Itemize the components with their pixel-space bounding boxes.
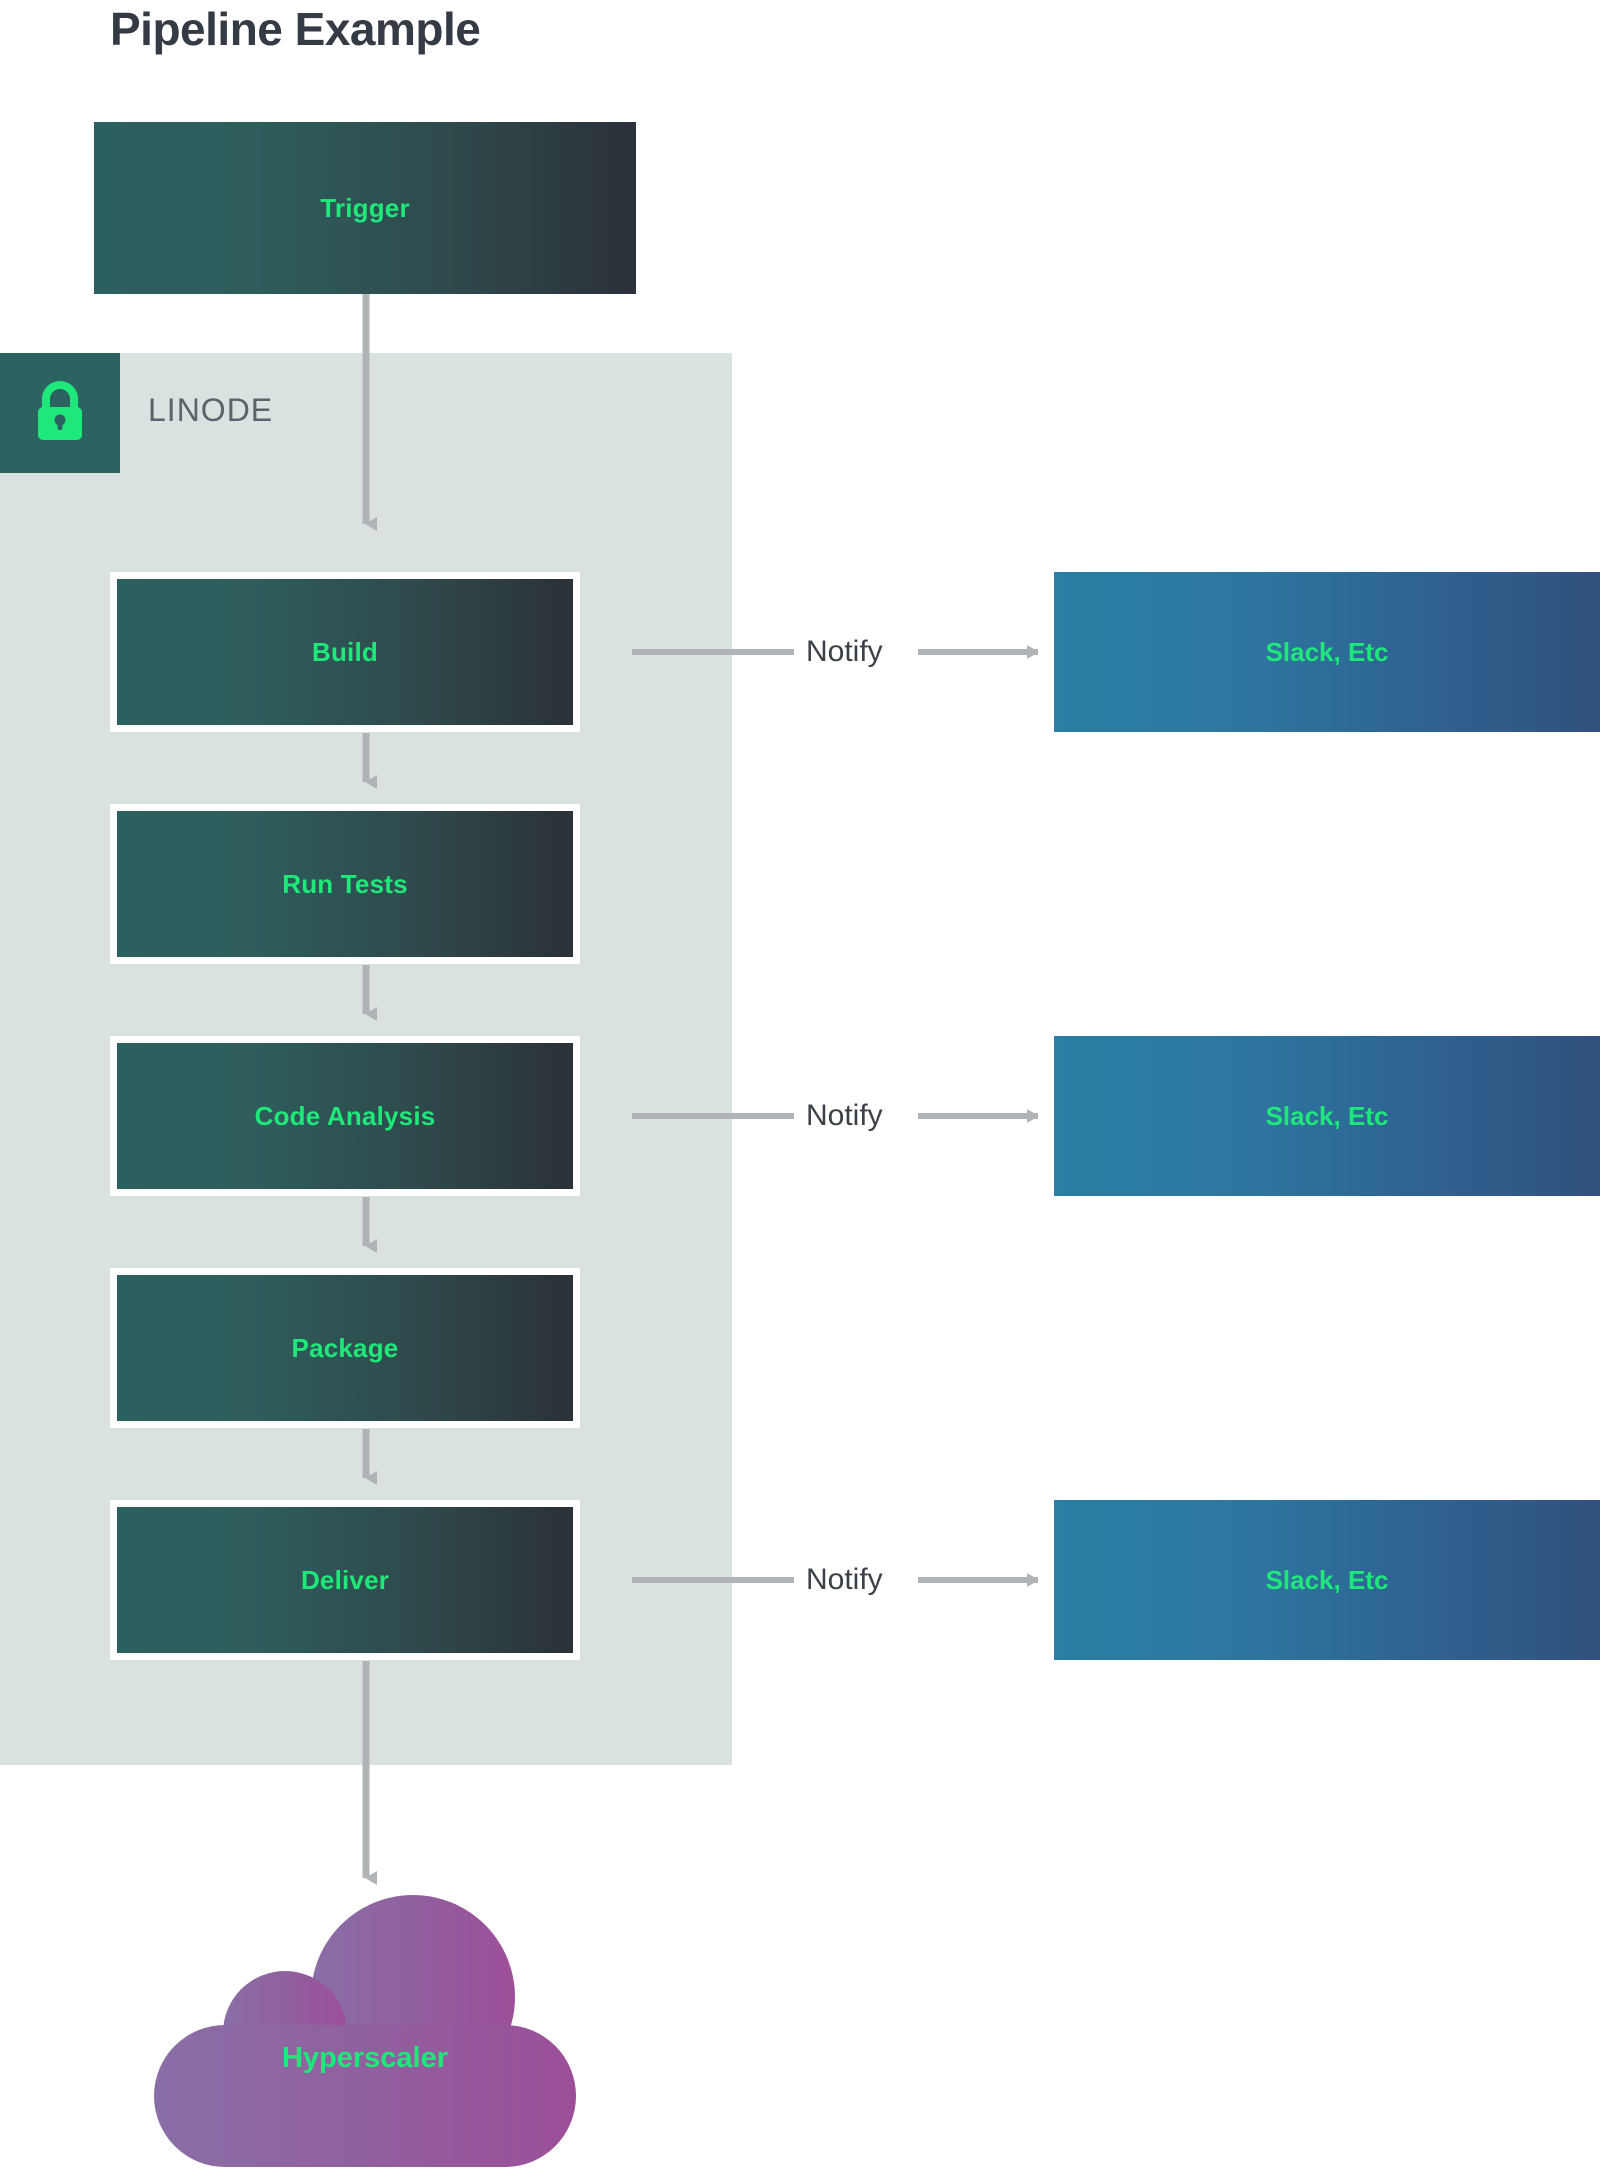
- stage-label-codeanalysis: Code Analysis: [254, 1100, 436, 1131]
- destination-node-slack-3[interactable]: Slack, Etc: [1054, 1500, 1600, 1660]
- destination-label-slack-2: Slack, Etc: [1265, 1100, 1389, 1131]
- cloud-label-hyperscaler: Hyperscaler: [281, 2041, 449, 2074]
- lock-icon: [32, 379, 88, 448]
- linode-container-label: LINODE: [148, 392, 274, 428]
- linode-badge: [0, 353, 120, 473]
- stage-label-package: Package: [291, 1332, 399, 1363]
- destination-node-slack-1[interactable]: Slack, Etc: [1054, 572, 1600, 732]
- stage-node-codeanalysis[interactable]: Code Analysis: [110, 1036, 580, 1196]
- destination-label-slack-3: Slack, Etc: [1265, 1564, 1389, 1595]
- stage-label-deliver: Deliver: [300, 1564, 390, 1595]
- notify-edge-label-3: Notify: [806, 1563, 883, 1596]
- stage-label-build: Build: [312, 636, 378, 667]
- cloud-node-hyperscaler[interactable]: [140, 1885, 590, 2175]
- stage-node-trigger[interactable]: Trigger: [94, 122, 636, 294]
- stage-node-deliver[interactable]: Deliver: [110, 1500, 580, 1660]
- stage-node-package[interactable]: Package: [110, 1268, 580, 1428]
- page-title: Pipeline Example: [110, 3, 481, 55]
- stage-node-runtests[interactable]: Run Tests: [110, 804, 580, 964]
- stage-label-trigger: Trigger: [320, 192, 410, 223]
- notify-edge-label-1: Notify: [806, 635, 883, 668]
- notify-edge-label-2: Notify: [806, 1099, 883, 1132]
- stage-node-build[interactable]: Build: [110, 572, 580, 732]
- destination-node-slack-2[interactable]: Slack, Etc: [1054, 1036, 1600, 1196]
- destination-label-slack-1: Slack, Etc: [1265, 636, 1389, 667]
- stage-label-runtests: Run Tests: [282, 868, 408, 899]
- cloud-shape: [154, 1895, 576, 2167]
